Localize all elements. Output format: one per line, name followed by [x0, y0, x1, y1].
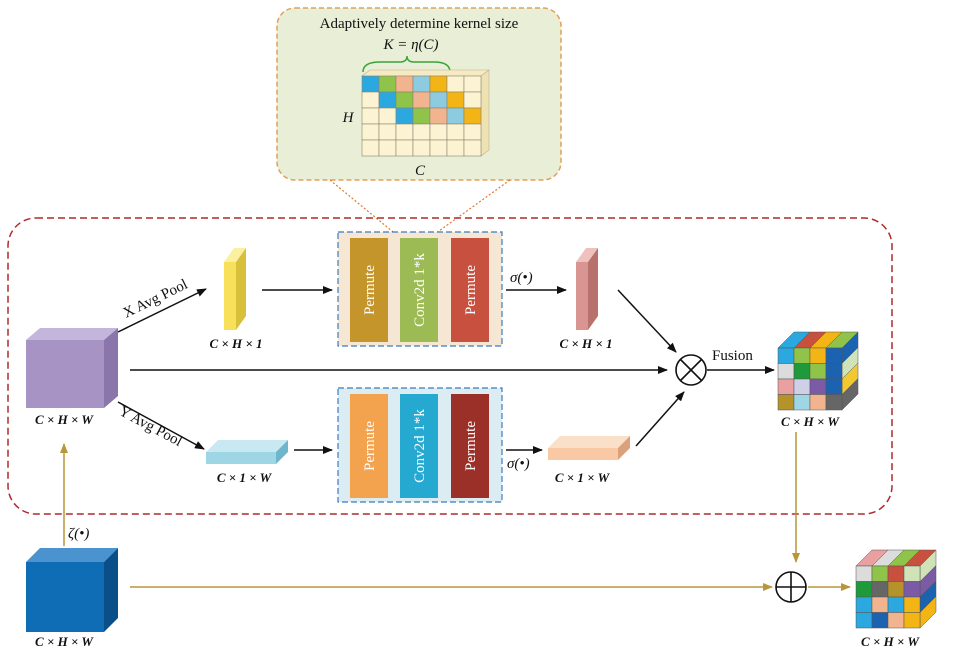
multiply-icon — [675, 354, 707, 386]
y-to-fusion-arrow — [635, 391, 685, 447]
x-branch-block-2: Conv2d 1*k — [400, 238, 438, 342]
x-branch-block-3: Permute — [451, 238, 489, 342]
final-output-cube — [855, 549, 937, 629]
y-branch-block-label-3: Permute — [463, 421, 479, 471]
y-branch-block-1: Permute — [350, 394, 388, 498]
kernel-formula: K = η(C) — [382, 37, 438, 53]
shortcut-input-cube — [26, 548, 118, 632]
zeta-label: ζ(•) — [68, 526, 89, 542]
x-sigma-dim-label: C × H × 1 — [559, 336, 612, 351]
sigma-bottom-label: σ(•) — [507, 456, 530, 472]
grid-label-h: H — [342, 110, 355, 126]
x-branch-block-label-1: Permute — [362, 265, 378, 315]
y-sigmoid-slab — [548, 436, 630, 460]
input-feature-cube — [26, 328, 118, 408]
y-avg-pool-label: Y Avg Pool — [116, 403, 185, 450]
y-branch-block-label-2: Conv2d 1*k — [412, 409, 428, 483]
x-branch-block-1: Permute — [350, 238, 388, 342]
attention-module-region — [7, 217, 893, 515]
zoom-connector-right — [431, 179, 511, 237]
x-avg-pool-label: X Avg Pool — [121, 277, 191, 322]
x-pooled-slab — [224, 248, 246, 330]
x-branch-block-label-3: Permute — [463, 265, 479, 315]
add-icon — [775, 571, 807, 603]
fusion-label: Fusion — [712, 348, 753, 364]
x-pool-dim-label: C × H × 1 — [209, 336, 262, 351]
adaptive-kernel-panel: Adaptively determine kernel size K = η(C… — [276, 7, 562, 181]
input-dim-label: C × H × W — [35, 412, 94, 427]
y-branch-block-label-1: Permute — [362, 421, 378, 471]
fusion-output-cube — [777, 331, 859, 411]
x-avg-pool-arrow — [117, 288, 207, 333]
y-branch-block-3: Permute — [451, 394, 489, 498]
x-to-fusion-arrow — [617, 289, 677, 353]
y-avg-pool-arrow — [117, 401, 205, 450]
x-branch-block-label-2: Conv2d 1*k — [412, 253, 428, 327]
kernel-grid — [361, 69, 490, 157]
y-pool-dim-label: C × 1 × W — [217, 470, 273, 485]
y-pooled-slab — [206, 440, 288, 464]
kernel-brace — [362, 55, 451, 73]
x-sigmoid-slab — [576, 248, 598, 330]
output-dim-label: C × H × W — [861, 634, 920, 649]
adaptive-kernel-title: Adaptively determine kernel size — [320, 16, 519, 32]
grid-label-c: C — [415, 163, 426, 179]
y-branch-block-2: Conv2d 1*k — [400, 394, 438, 498]
sigma-top-label: σ(•) — [510, 270, 533, 286]
y-sigma-dim-label: C × 1 × W — [555, 470, 611, 485]
zoom-connector-left — [329, 179, 399, 237]
fusion-dim-label: C × H × W — [781, 414, 840, 429]
bottom-input-dim-label: C × H × W — [35, 634, 94, 649]
